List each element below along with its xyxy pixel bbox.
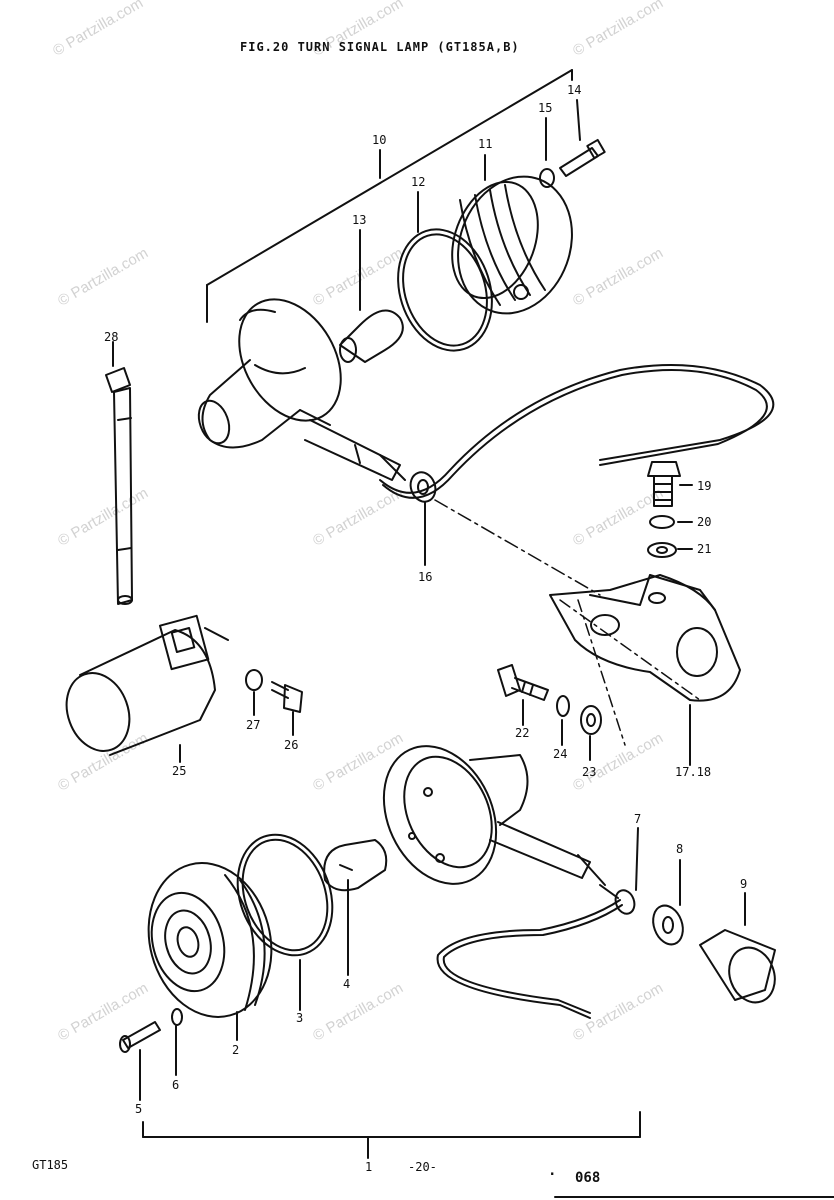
part-5-screw — [119, 1021, 161, 1101]
callout-2: 2 — [232, 1043, 240, 1057]
assembly-bracket-1 — [142, 1111, 641, 1159]
part-10-housing — [197, 298, 406, 481]
part-27-washer — [245, 669, 263, 716]
callout-22: 22 — [515, 726, 530, 740]
part-9-cap — [699, 892, 776, 1004]
lower-wire — [436, 884, 623, 1019]
page-code: 068 — [575, 1170, 601, 1186]
callout-5: 5 — [135, 1102, 143, 1116]
callout-28: 28 — [104, 330, 119, 344]
part-15-washer — [539, 117, 555, 188]
figure-title: FIG.20 TURN SIGNAL LAMP (GT185A,B) — [240, 40, 520, 54]
part-16-nut — [409, 471, 437, 566]
part-24-washer — [556, 695, 570, 746]
callout-4: 4 — [343, 977, 351, 991]
part-17-18-bracket — [549, 574, 741, 766]
part-25-relay — [65, 614, 229, 763]
callout-23: 23 — [582, 765, 597, 779]
part-3-gasket — [236, 833, 334, 1011]
callout-13: 13 — [352, 213, 367, 227]
model-label: GT185 — [32, 1158, 69, 1172]
callout-25: 25 — [172, 764, 187, 778]
part-2-lens — [147, 862, 273, 1041]
callout-24: 24 — [553, 747, 568, 761]
part-4-bulb — [323, 839, 388, 976]
page-number: -20- — [408, 1160, 437, 1174]
callout-12: 12 — [411, 175, 426, 189]
part-23-washer — [580, 705, 602, 761]
callout-16: 16 — [418, 570, 433, 584]
callout-1: 1 — [365, 1160, 373, 1174]
part-8-washer — [652, 859, 684, 946]
callout-19: 19 — [697, 479, 712, 493]
callout-10: 10 — [372, 133, 387, 147]
assembly-bracket-10 — [206, 69, 573, 323]
callout-26: 26 — [284, 738, 299, 752]
part-19-bolt — [647, 461, 693, 507]
callout-6: 6 — [172, 1078, 180, 1092]
part-14-screw — [559, 99, 606, 177]
part-6-washer — [171, 1008, 183, 1076]
part-12-gasket — [397, 191, 493, 352]
callout-21: 21 — [697, 542, 712, 556]
part-28-strap — [105, 341, 133, 605]
callout-27: 27 — [246, 718, 261, 732]
callout-15: 15 — [538, 101, 553, 115]
callout-9: 9 — [740, 877, 748, 891]
upper-wire — [379, 364, 775, 499]
callout-11: 11 — [478, 137, 493, 151]
lower-housing — [382, 745, 606, 886]
callout-14: 14 — [567, 83, 582, 97]
callout-20: 20 — [697, 515, 712, 529]
callout-17-18: 17.18 — [675, 765, 712, 779]
part-21-washer — [647, 542, 693, 558]
part-20-washer — [649, 515, 693, 529]
callout-3: 3 — [296, 1011, 304, 1025]
part-13-bulb — [339, 229, 404, 363]
part-22-bolt — [497, 664, 549, 726]
callout-7: 7 — [634, 812, 642, 826]
part-26-screw — [271, 681, 303, 736]
callout-8: 8 — [676, 842, 684, 856]
part-7-nut — [614, 827, 639, 915]
code-prefix: . — [548, 1163, 557, 1179]
